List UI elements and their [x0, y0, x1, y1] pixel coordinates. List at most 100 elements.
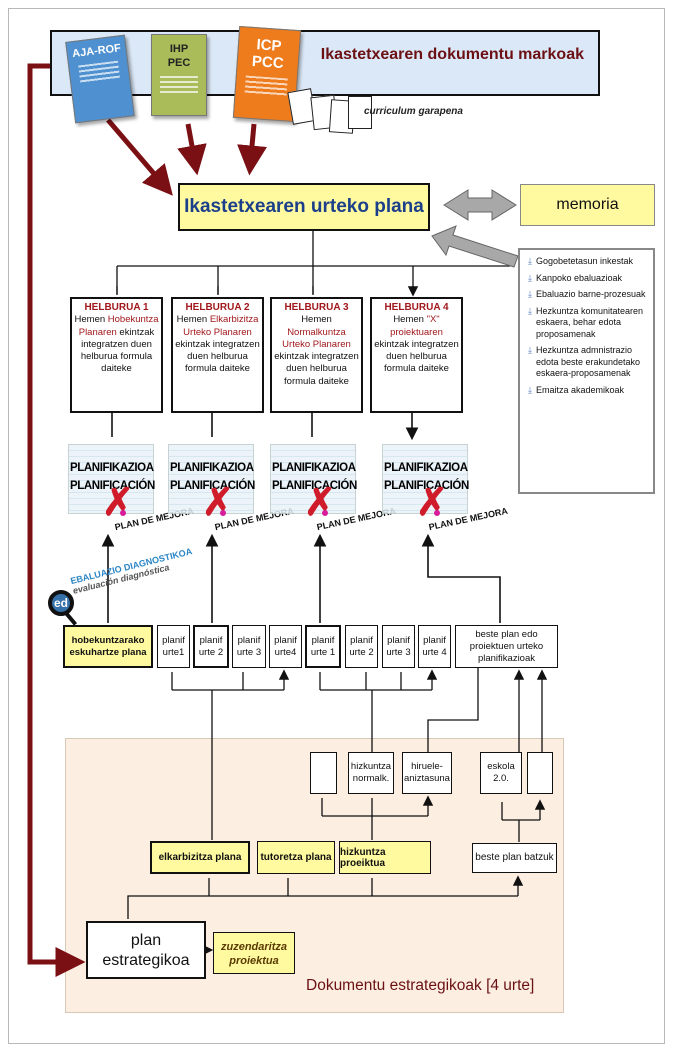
- planning-grid: [382, 444, 468, 514]
- goal-text: integratzen duen helburua formula daitek…: [80, 338, 153, 375]
- planning-word: PLANIFIKAZIOA: [70, 462, 154, 474]
- goal-box-2: HELBURUA 2 Hemen Elkarbizitza Urteko Pla…: [171, 297, 264, 413]
- planif-cell: planif urte 3: [382, 625, 415, 668]
- book-icp-label: ICP: [255, 36, 283, 55]
- cross-mark-icon: ✗: [416, 482, 448, 524]
- planning-graphic-3: PLANIFIKAZIOA PLANIFICACIÓN ✗ PLAN DE ME…: [268, 440, 397, 540]
- book-pcc-label: PCC: [251, 52, 285, 73]
- list-item: ⤓Emaitza akademikoak: [528, 385, 649, 397]
- header-title: Ikastetxearen dokumentu markoak: [320, 46, 584, 63]
- goal-highlight: Normalkuntza: [287, 326, 346, 338]
- framework-documents-header: Ikastetxearen dokumentu markoak: [50, 30, 600, 96]
- goal-highlight: Planaren: [78, 326, 117, 338]
- book-aja-rof: AJA-ROF: [65, 34, 135, 124]
- empty-plan-box: [310, 752, 337, 794]
- strategic-documents-title: Dokumentu estrategikoak [4 urte]: [306, 977, 535, 994]
- magnifier-icon: ed: [48, 590, 74, 616]
- download-icon: ⤓: [528, 384, 532, 395]
- planning-word: PLANIFICACIÓN: [272, 480, 357, 492]
- goal-text: ekintzak integratzen duen helburua formu…: [374, 338, 459, 375]
- multilingualism-box: hiruele-aniztasuna: [402, 752, 452, 794]
- goal-text: Hemen: [74, 314, 106, 326]
- download-icon: ⤓: [528, 345, 532, 355]
- planning-word: PLANIFICACIÓN: [170, 480, 255, 492]
- book-lines: [77, 60, 121, 84]
- book-ihp-pec: IHP PEC: [151, 34, 207, 116]
- curriculum-sheet: [348, 96, 372, 129]
- goal-title: HELBURUA 1: [84, 302, 149, 313]
- magenta-dot-icon: [120, 510, 126, 516]
- tutoring-plan-box: tutoretza plana: [257, 841, 335, 874]
- goal-text: ekintzak: [119, 326, 155, 338]
- planif-cell: planif urte 2: [193, 625, 229, 668]
- list-item: ⤓Hezkuntza komunitatearen eskaera, behar…: [528, 306, 649, 341]
- list-item-text: Hezkuntza admnistrazio edota beste eraku…: [535, 345, 641, 378]
- list-item-text: Emaitza akademikoak: [535, 384, 625, 395]
- cross-mark-icon: ✗: [102, 482, 134, 524]
- planif-cell: planif urte 1: [305, 625, 341, 668]
- goal-box-4: HELBURUA 4 Hemen "X" proiektuaren ekintz…: [370, 297, 463, 413]
- planning-grid: [168, 444, 254, 514]
- magenta-dot-icon: [220, 510, 226, 516]
- goal-highlight: Hobekuntza: [107, 314, 159, 326]
- book-pec-label: PEC: [167, 57, 191, 69]
- goal-highlight: "X": [426, 314, 440, 326]
- list-item: ⤓Hezkuntza admnistrazio edota beste erak…: [528, 345, 649, 380]
- improvement-plan-cell: hobekuntzarako eskuhartze plana: [63, 625, 153, 668]
- cross-mark-icon: ✗: [202, 482, 234, 524]
- list-item: ⤓Kanpoko ebaluazioak: [528, 273, 649, 285]
- goal-highlight: Elkarbizitza: [209, 314, 259, 326]
- goal-title: HELBURUA 3: [284, 302, 349, 313]
- goal-highlight: Urteko Planaren: [282, 338, 351, 350]
- strategic-plan-label: plan estrategikoa: [102, 932, 190, 969]
- planif-cell: planif urte 2: [345, 625, 378, 668]
- other-plans-box: beste plan batzuk: [472, 843, 557, 873]
- planif-cell: planif urte 4: [418, 625, 451, 668]
- planif-cell: planif urte1: [157, 625, 190, 668]
- goal-highlight: proiektuaren: [390, 326, 443, 338]
- book-ihp-label: IHP: [169, 43, 189, 55]
- planning-word: PLANIFICACIÓN: [384, 480, 469, 492]
- goal-box-1: HELBURUA 1 Hemen Hobekuntza Planaren eki…: [70, 297, 163, 413]
- goal-text: Hemen: [301, 314, 332, 326]
- planning-grid: [270, 444, 356, 514]
- planning-graphic-4: PLANIFIKAZIOA PLANIFICACIÓN ✗ PLAN DE ME…: [380, 440, 509, 540]
- planning-word: PLANIFIKAZIOA: [272, 462, 356, 474]
- download-icon: ⤓: [528, 305, 532, 316]
- book-lines: [244, 75, 288, 97]
- goal-highlight: Urteko Planaren: [183, 326, 252, 338]
- goal-text: ekintzak integratzen duen helburua formu…: [274, 351, 359, 387]
- planning-word: PLANIFICACIÓN: [70, 480, 155, 492]
- book-aja-rof-label: AJA-ROF: [71, 42, 122, 61]
- coexistence-plan-box: elkarbizitza plana: [150, 841, 250, 874]
- goal-text: ekintzak integratzen duen helburua formu…: [175, 338, 260, 375]
- goal-title: HELBURUA 4: [384, 302, 449, 313]
- planning-graphic-2: PLANIFIKAZIOA PLANIFICACIÓN ✗ PLAN DE ME…: [166, 440, 295, 540]
- language-project-box: hizkuntza proeiktua: [339, 841, 431, 874]
- other-plans-cell: beste plan edo proiektuen urteko planifi…: [455, 625, 558, 668]
- download-icon: ⤓: [528, 272, 532, 283]
- magenta-dot-icon: [434, 510, 440, 516]
- memoria-sources-list: ⤓Gogobetetasun inkestak ⤓Kanpoko ebaluaz…: [518, 248, 655, 494]
- goal-title: HELBURUA 2: [185, 302, 250, 313]
- goal-box-3: HELBURUA 3 Hemen Normalkuntza Urteko Pla…: [270, 297, 363, 413]
- annual-plan-box: Ikastetxearen urteko plana: [178, 183, 430, 231]
- planif-cell: planif urte4: [269, 625, 302, 668]
- management-project-box: zuzendaritza proiektua: [213, 932, 295, 974]
- planif-cell: planif urte 3: [232, 625, 266, 668]
- cross-mark-icon: ✗: [304, 482, 336, 524]
- list-item-text: Kanpoko ebaluazioak: [535, 272, 623, 283]
- school-2-0-box: eskola 2.0.: [480, 752, 522, 794]
- language-normalization-box: hizkuntza normalk.: [348, 752, 394, 794]
- download-icon: ⤓: [528, 289, 532, 299]
- list-item: ⤓Gogobetetasun inkestak: [528, 256, 649, 268]
- planning-graphic-1: PLANIFIKAZIOA PLANIFICACIÓN ✗ PLAN DE ME…: [66, 440, 195, 540]
- strategic-plan-box: plan estrategikoa: [86, 921, 206, 979]
- book-lines: [160, 76, 198, 94]
- list-item: ⤓Ebaluazio barne-prozesuak: [528, 289, 649, 301]
- goal-text: Hemen: [393, 314, 424, 326]
- list-item-text: Hezkuntza komunitatearen eskaera, behar …: [535, 305, 644, 339]
- memoria-box: memoria: [520, 184, 655, 226]
- magenta-dot-icon: [322, 510, 328, 516]
